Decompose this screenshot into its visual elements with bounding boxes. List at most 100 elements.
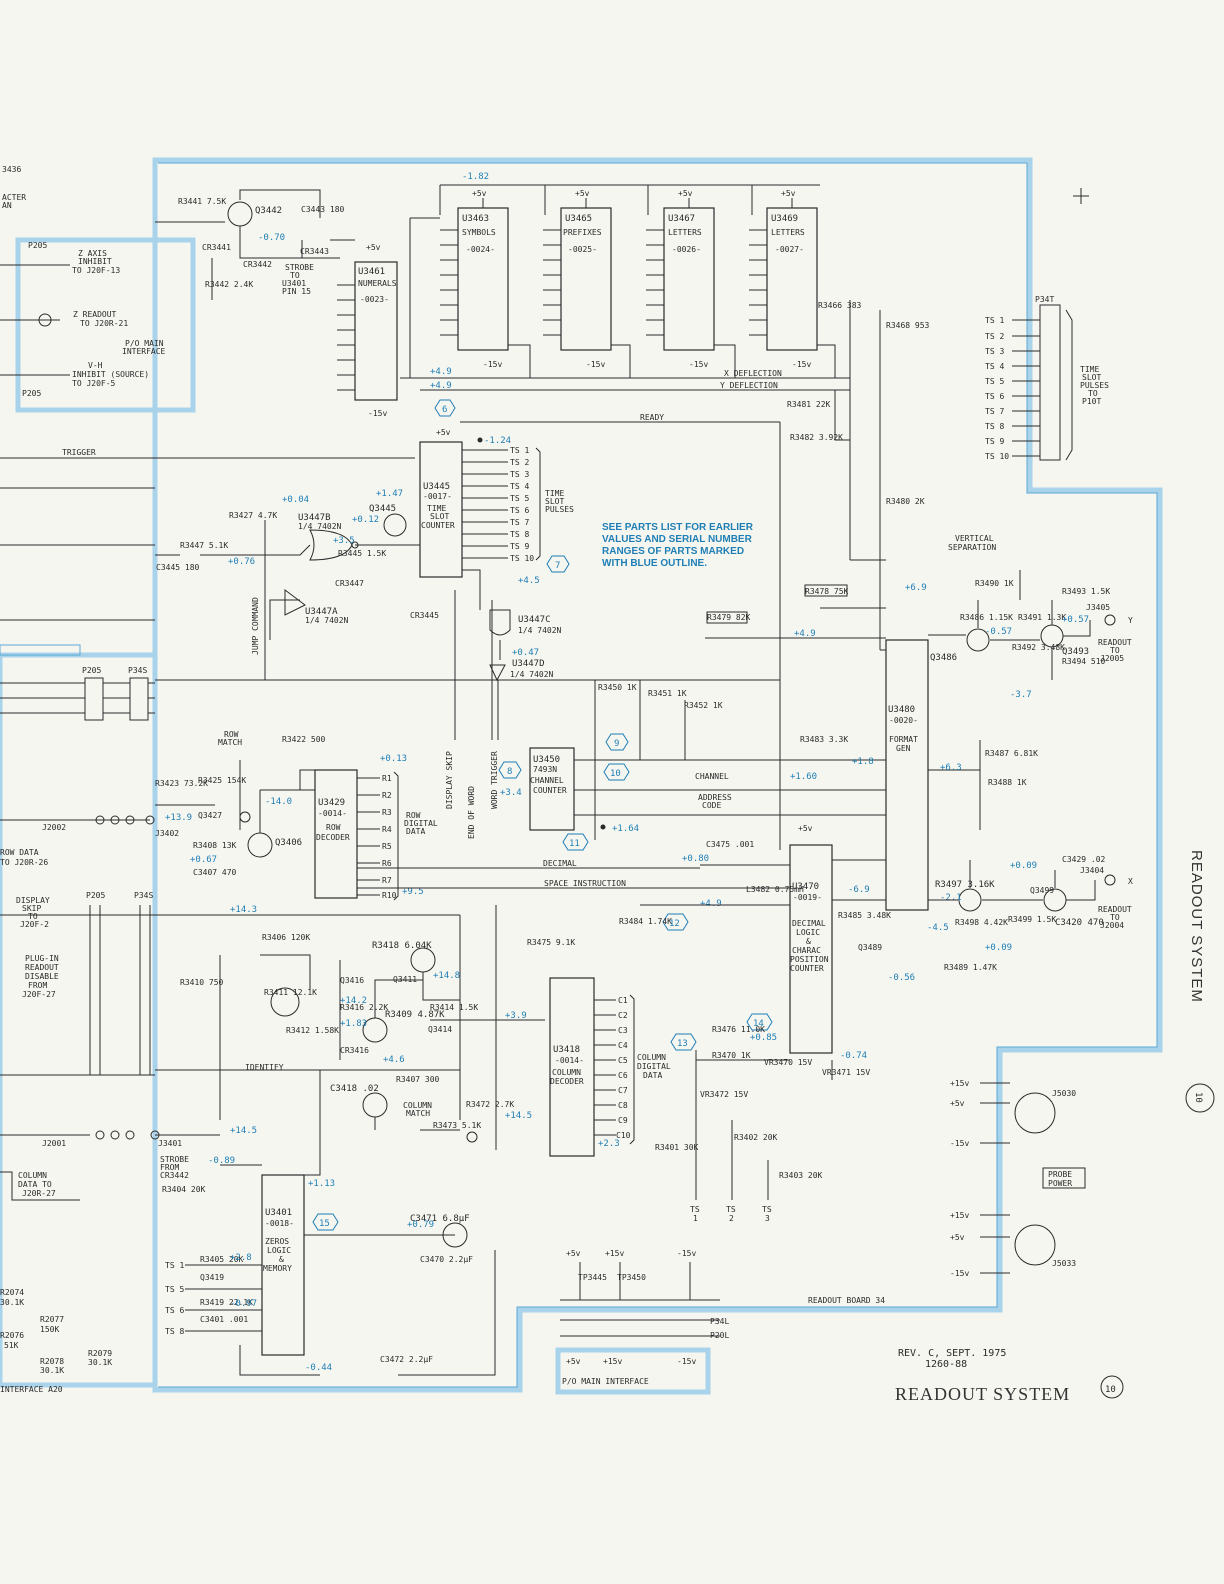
svg-text:+14.8: +14.8 <box>433 971 460 981</box>
svg-text:TIME: TIME <box>545 489 564 498</box>
probe-power-connector-j5033 <box>1014 1224 1056 1266</box>
svg-text:10: 10 <box>1193 1092 1203 1103</box>
svg-text:-0023-: -0023- <box>360 295 389 304</box>
svg-text:COLUMN: COLUMN <box>552 1068 581 1077</box>
svg-text:TS 8: TS 8 <box>985 422 1004 431</box>
svg-text:51K: 51K <box>4 1341 19 1350</box>
svg-text:COUNTER: COUNTER <box>421 521 455 530</box>
ic-u3480: U3480 -0020- FORMAT GEN <box>885 639 929 911</box>
svg-text:R2079: R2079 <box>88 1349 112 1358</box>
svg-text:AN: AN <box>2 201 12 210</box>
interface-a20-box <box>0 652 158 1388</box>
coax-j3405 <box>1104 614 1116 626</box>
gate-u3447d: U3447D 1/4 7402N <box>489 659 554 682</box>
svg-text:C10: C10 <box>616 1131 631 1140</box>
svg-text:U3467: U3467 <box>668 214 695 224</box>
svg-text:R3412 1.58K: R3412 1.58K <box>286 1026 339 1035</box>
svg-text:C5: C5 <box>618 1056 628 1065</box>
svg-text:TS 10: TS 10 <box>510 554 534 563</box>
svg-text:R3450 1K: R3450 1K <box>598 683 637 692</box>
svg-text:-0.89: -0.89 <box>208 1156 235 1166</box>
svg-text:VALUES AND SERIAL NUMBER: VALUES AND SERIAL NUMBER <box>602 534 753 545</box>
svg-text:FORMAT: FORMAT <box>889 735 918 744</box>
svg-text:TO: TO <box>290 271 300 280</box>
svg-text:U3470: U3470 <box>792 882 819 892</box>
svg-text:TS: TS <box>726 1205 736 1214</box>
svg-text:R3485 3.48K: R3485 3.48K <box>838 911 891 920</box>
svg-text:+6.3: +6.3 <box>940 763 962 773</box>
svg-text:Q3414: Q3414 <box>428 1025 452 1034</box>
svg-text:INTERFACE A20: INTERFACE A20 <box>0 1385 63 1394</box>
ic-u3418: U3418 -0014- COLUMN DECODER <box>549 977 595 1157</box>
svg-text:U3461: U3461 <box>358 267 385 277</box>
svg-text:6: 6 <box>442 405 447 415</box>
svg-text:U3447A: U3447A <box>305 607 338 617</box>
svg-text:J3404: J3404 <box>1080 866 1104 875</box>
svg-text:+4.9: +4.9 <box>430 381 452 391</box>
svg-text:R3401 30K: R3401 30K <box>655 1143 699 1152</box>
svg-text:R3491 1.3K: R3491 1.3K <box>1018 613 1066 622</box>
svg-text:R3484 1.74K: R3484 1.74K <box>619 917 672 926</box>
svg-text:DECIMAL: DECIMAL <box>792 919 826 928</box>
svg-text:P205: P205 <box>86 891 105 900</box>
svg-text:DISPLAY SKIP: DISPLAY SKIP <box>445 751 454 809</box>
svg-text:U3401: U3401 <box>265 1208 292 1218</box>
svg-text:C3407 470: C3407 470 <box>193 868 237 877</box>
svg-text:STROBE: STROBE <box>160 1155 189 1164</box>
p-o-main-interface-box <box>555 1347 711 1395</box>
svg-text:ADDRESS: ADDRESS <box>698 793 732 802</box>
svg-text:7493N: 7493N <box>533 765 557 774</box>
svg-text:C3443 180: C3443 180 <box>301 205 345 214</box>
svg-text:STROBE: STROBE <box>285 263 314 272</box>
svg-text:P34S: P34S <box>128 666 147 675</box>
svg-text:SPACE INSTRUCTION: SPACE INSTRUCTION <box>544 879 626 888</box>
svg-text:INHIBIT: INHIBIT <box>78 257 112 266</box>
test-point-11: 11 <box>562 833 589 851</box>
svg-text:DECODER: DECODER <box>550 1077 584 1086</box>
svg-text:+0.47: +0.47 <box>512 648 539 658</box>
svg-text:SLOT: SLOT <box>1082 373 1101 382</box>
svg-text:-0017-: -0017- <box>423 492 452 501</box>
svg-text:+0.57: +0.57 <box>1062 615 1089 625</box>
svg-text:Q3493: Q3493 <box>1062 647 1089 657</box>
svg-text:R3481 22K: R3481 22K <box>787 400 831 409</box>
svg-text:R3473 5.1K: R3473 5.1K <box>433 1121 481 1130</box>
svg-text:Q3489: Q3489 <box>858 943 882 952</box>
svg-text:WORD TRIGGER: WORD TRIGGER <box>490 751 499 809</box>
svg-text:R2076: R2076 <box>0 1331 24 1340</box>
svg-text:1/4 7402N: 1/4 7402N <box>510 670 554 679</box>
svg-text:J5033: J5033 <box>1052 1259 1076 1268</box>
ic-u3445: U3445 -0017- TIME SLOT COUNTER <box>419 441 463 578</box>
strobe-to-label: STROBE TO U3401 PIN 15 <box>282 263 314 296</box>
svg-text:PULSES: PULSES <box>1080 381 1109 390</box>
parts-list-note: SEE PARTS LIST FOR EARLIER VALUES AND SE… <box>602 522 754 569</box>
svg-text:MATCH: MATCH <box>218 738 242 747</box>
svg-text:TS: TS <box>762 1205 772 1214</box>
svg-text:Q3406: Q3406 <box>275 838 302 848</box>
svg-text:CHANNEL: CHANNEL <box>695 772 729 781</box>
svg-text:R3404 20K: R3404 20K <box>162 1185 206 1194</box>
svg-text:P10T: P10T <box>1082 397 1101 406</box>
svg-text:P34L: P34L <box>710 1317 729 1326</box>
svg-text:15: 15 <box>319 1219 330 1229</box>
svg-text:CR3441: CR3441 <box>202 243 231 252</box>
svg-text:R2074: R2074 <box>0 1288 24 1297</box>
svg-text:READOUT: READOUT <box>25 963 59 972</box>
svg-text:+14.2: +14.2 <box>340 996 367 1006</box>
svg-text:J5030: J5030 <box>1052 1089 1076 1098</box>
main-interface-box <box>15 237 196 413</box>
svg-text:TO: TO <box>1088 389 1098 398</box>
svg-text:10: 10 <box>610 769 621 779</box>
svg-text:+2.8: +2.8 <box>230 1253 252 1263</box>
svg-text:VR3471 15V: VR3471 15V <box>822 1068 870 1077</box>
svg-text:R3479 82K: R3479 82K <box>707 613 751 622</box>
ic-u3461: U3461 NUMERALS -0023- <box>354 261 398 401</box>
svg-text:-14.0: -14.0 <box>265 797 292 807</box>
row-match-label: ROW MATCH <box>218 730 242 747</box>
svg-text:CHARAC: CHARAC <box>792 946 821 955</box>
svg-text:LETTERS: LETTERS <box>771 228 805 237</box>
ts-list-right: TS 1 TS 2 TS 3 TS 4 TS 5 TS 6 TS 7 TS 8 … <box>985 316 1009 461</box>
svg-text:30.1K: 30.1K <box>40 1366 64 1375</box>
side-title: READOUT SYSTEM <box>1188 850 1205 1003</box>
transistor-q3486 <box>966 628 990 652</box>
